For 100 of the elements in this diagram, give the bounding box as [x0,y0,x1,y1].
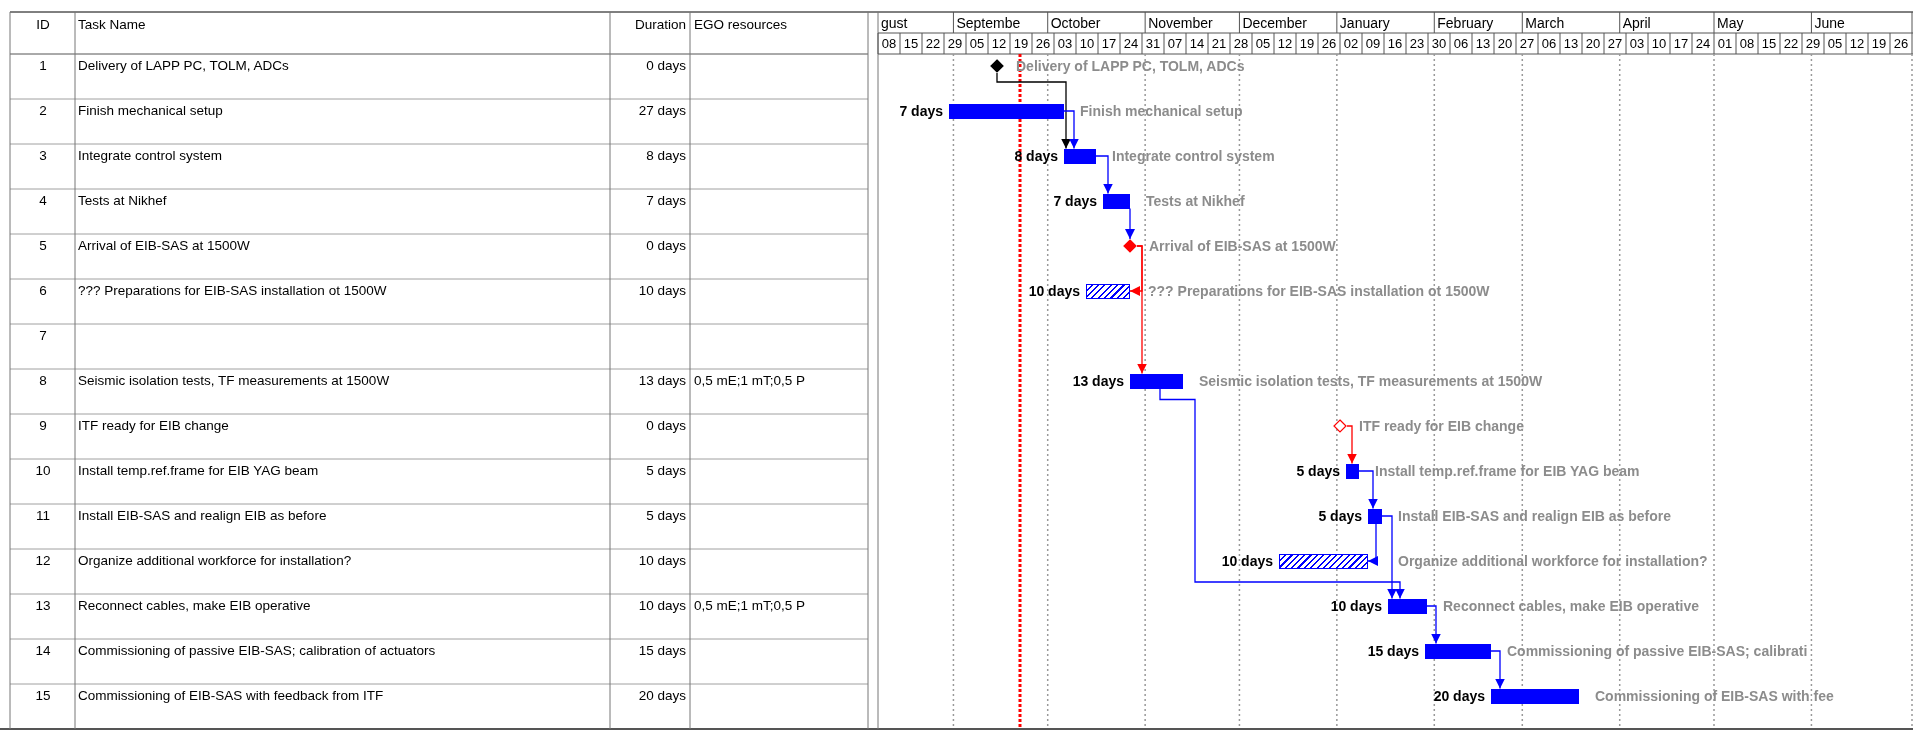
dependency-arrow [1346,425,1357,465]
duration: 13 days [638,373,686,389]
day-label: 19 [1298,36,1316,52]
column-header: EGO resources [694,17,788,33]
task-label: Seismic isolation tests, TF measurements at 1500W [1199,372,1543,390]
task-label: Reconnect cables, make EIB operative [1443,597,1699,615]
resource-text: 0,5 mE;1 mT;0,5 P [694,598,806,614]
duration: 7 days [646,193,686,209]
duration-label: 8 days [1014,147,1058,165]
dependency-arrow [1063,110,1079,150]
task-name: Commissioning of passive EIB-SAS; calibration of actuators [78,643,436,659]
day-label: 12 [1276,36,1294,52]
task-label: Tests at Nikhef [1146,192,1245,210]
day-label: 26 [1320,36,1338,52]
duration: 5 days [646,508,686,524]
task-bar [949,103,1064,119]
duration: 0 days [646,58,686,74]
day-label: 07 [1166,36,1184,52]
day-label: 19 [1012,36,1030,52]
task-label: Organize additional workforce for installation? [1398,552,1708,570]
duration-label: 20 days [1433,687,1485,705]
task-label: ITF ready for EIB change [1359,417,1524,435]
day-label: 13 [1562,36,1580,52]
day-label: 30 [1430,36,1448,52]
task-id: 6 [38,283,48,299]
day-label: 15 [1760,36,1778,52]
day-label: 10 [1650,36,1668,52]
month-label: May [1717,15,1744,31]
dependency-arrow [1125,207,1135,240]
task-label: Commissioning of passive EIB-SAS; calibrati [1507,642,1808,660]
task-id: 1 [38,58,48,74]
day-label: 20 [1496,36,1514,52]
dependency-arrow [1367,522,1378,566]
day-label: 12 [1848,36,1866,52]
task-name: Install EIB-SAS and realign EIB as before [78,508,327,524]
day-label: 20 [1584,36,1602,52]
dependency-arrow [1358,470,1378,510]
task-label: ??? Preparations for EIB-SAS installation ot 1500W [1148,282,1490,300]
duration-label: 7 days [899,102,943,120]
duration-label: 13 days [1072,372,1124,390]
task-id: 7 [38,328,48,344]
task-bar [1388,598,1427,614]
duration: 20 days [638,688,686,704]
hatched-task-bar [1279,553,1368,569]
day-label: 31 [1144,36,1162,52]
month-label: gust [881,15,908,31]
day-label: 22 [924,36,942,52]
task-id: 15 [34,688,52,704]
month-label: Septembe [956,15,1021,31]
day-label: 03 [1056,36,1074,52]
task-id: 12 [34,553,52,569]
month-label: June [1814,15,1845,31]
duration-label: 5 days [1296,462,1340,480]
task-name: Commissioning of EIB-SAS with feedback from ITF [78,688,384,704]
duration: 10 days [638,553,686,569]
duration: 27 days [638,103,686,119]
day-label: 27 [1518,36,1536,52]
task-name: Integrate control system [78,148,223,164]
task-bar [1346,463,1359,479]
duration-label: 15 days [1367,642,1419,660]
task-label: Arrival of EIB-SAS at 1500W [1149,237,1336,255]
task-id: 8 [38,373,48,389]
resource-text: 0,5 mE;1 mT;0,5 P [694,373,806,389]
day-label: 24 [1694,36,1712,52]
column-header: Duration [634,17,686,33]
day-label: 27 [1606,36,1624,52]
day-label: 19 [1870,36,1888,52]
day-label: 05 [968,36,986,52]
task-label: Delivery of LAPP PC, TOLM, ADCs [1016,57,1245,75]
day-label: 06 [1540,36,1558,52]
day-label: 08 [1738,36,1756,52]
dependency-arrow [1490,650,1505,690]
duration: 15 days [638,643,686,659]
dependency-arrow [1095,155,1113,195]
dependency-arrow [1159,387,1405,600]
task-bar [1130,373,1183,389]
day-label: 28 [1232,36,1250,52]
task-bar [1064,148,1096,164]
day-label: 13 [1474,36,1492,52]
task-label: Finish mechanical setup [1080,102,1243,120]
task-name: Install temp.ref.frame for EIB YAG beam [78,463,319,479]
day-label: 09 [1364,36,1382,52]
task-name: Organize additional workforce for installation? [78,553,352,569]
milestone-diamond [1123,239,1137,253]
task-id: 10 [34,463,52,479]
task-name: Seismic isolation tests, TF measurements at 1500W [78,373,390,389]
dependency-arrow [1426,605,1441,645]
column-header: ID [35,17,51,33]
day-label: 29 [946,36,964,52]
task-name: ??? Preparations for EIB-SAS installation ot 1500W [78,283,387,299]
task-name: Arrival of EIB-SAS at 1500W [78,238,250,254]
duration: 10 days [638,598,686,614]
day-label: 24 [1122,36,1140,52]
task-bar [1491,688,1579,704]
month-label: April [1622,15,1651,31]
day-label: 14 [1188,36,1206,52]
duration-label: 10 days [1330,597,1382,615]
day-label: 16 [1386,36,1404,52]
day-label: 06 [1452,36,1470,52]
month-label: January [1339,15,1390,31]
